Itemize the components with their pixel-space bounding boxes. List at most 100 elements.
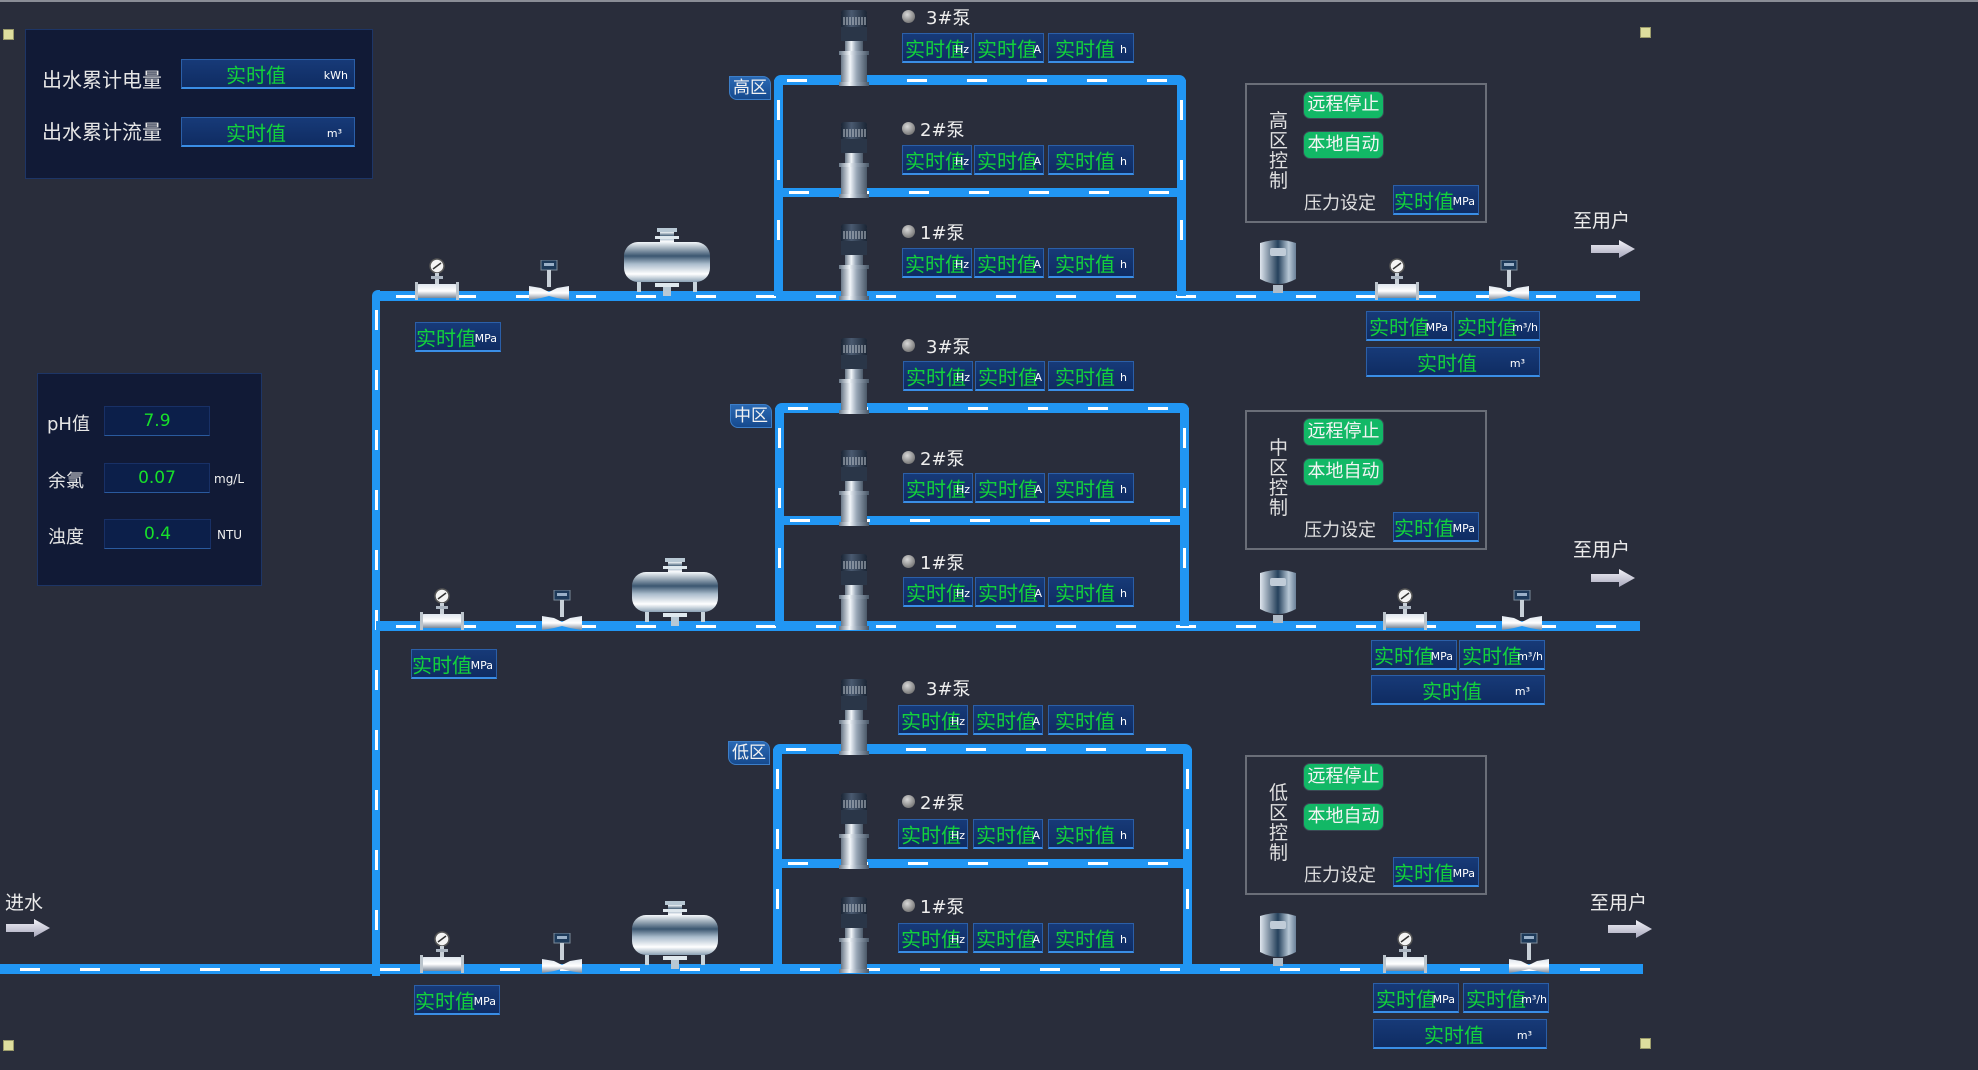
remote-stop-button[interactable]: 远程停止 bbox=[1303, 763, 1384, 791]
remote-stop-button[interactable]: 远程停止 bbox=[1303, 418, 1384, 446]
value-text: 实时值 bbox=[976, 709, 1036, 733]
value-text: 实时值 bbox=[901, 823, 961, 847]
flow-indicator bbox=[1183, 428, 1186, 606]
outlet-pressure-gauge-icon bbox=[1383, 931, 1427, 979]
value-text: 实时值 bbox=[1374, 644, 1434, 668]
unit-text: m³/h bbox=[1521, 992, 1547, 1006]
pump-icon[interactable] bbox=[835, 552, 873, 636]
flow-indicator bbox=[396, 625, 1630, 628]
corner-marker bbox=[3, 29, 14, 40]
pump-status-indicator bbox=[902, 795, 915, 808]
inlet-label: 进水 bbox=[5, 892, 44, 914]
value-text: 实时值 bbox=[976, 927, 1036, 951]
flow-indicator bbox=[20, 968, 1633, 971]
pressure-tank-icon bbox=[1258, 569, 1298, 631]
pressure-setpoint-label: 压力设定 bbox=[1304, 865, 1376, 886]
local-auto-button[interactable]: 本地自动 bbox=[1303, 458, 1384, 486]
remote-stop-button[interactable]: 远程停止 bbox=[1303, 91, 1384, 119]
to-user-label: 至用户 bbox=[1590, 892, 1648, 914]
value-text: 实时值 bbox=[1424, 1023, 1484, 1047]
pump-icon[interactable] bbox=[835, 677, 873, 761]
unit-text: h bbox=[1120, 370, 1127, 384]
pressure-gauge-icon bbox=[415, 258, 459, 306]
flow-indicator bbox=[396, 295, 1630, 298]
unit-text: Hz bbox=[955, 482, 970, 496]
value-text: 实时值 bbox=[905, 149, 965, 173]
unit-text: MPa bbox=[1425, 320, 1448, 334]
value-text: 实时值 bbox=[1055, 709, 1115, 733]
value-text: 实时值 bbox=[1055, 37, 1115, 61]
value-text: 实时值 bbox=[1394, 861, 1454, 885]
unit-text: MPa bbox=[1452, 521, 1475, 535]
pump-status-indicator bbox=[902, 225, 915, 238]
pump-icon[interactable] bbox=[835, 120, 873, 204]
window-top-border bbox=[0, 0, 1978, 2]
flow-meter-icon bbox=[527, 259, 571, 308]
pump-status-indicator bbox=[902, 899, 915, 912]
pressure-gauge-icon bbox=[420, 588, 464, 636]
unit-text: A bbox=[1033, 42, 1041, 56]
local-auto-button[interactable]: 本地自动 bbox=[1303, 803, 1384, 831]
pump-icon[interactable] bbox=[835, 448, 873, 532]
unit-text: h bbox=[1120, 154, 1127, 168]
value-text: 实时值 bbox=[1394, 516, 1454, 540]
unit-text: Hz bbox=[954, 154, 969, 168]
unit-text: Hz bbox=[954, 42, 969, 56]
outlet-arrow-icon bbox=[1591, 240, 1635, 262]
unit-text: h bbox=[1120, 42, 1127, 56]
pump-name: 3#泵 bbox=[926, 8, 971, 29]
value-text: 实时值 bbox=[412, 653, 472, 677]
chlorine-unit: mg/L bbox=[214, 472, 245, 486]
unit-text: Hz bbox=[950, 714, 965, 728]
pump-icon[interactable] bbox=[835, 336, 873, 420]
energy-total-label: 出水累计电量 bbox=[42, 68, 162, 92]
zone-tag: 高区 bbox=[729, 76, 771, 100]
unit-text: h bbox=[1120, 828, 1127, 842]
turbidity-label: 浊度 bbox=[48, 527, 84, 548]
value-text: 实时值 bbox=[1394, 189, 1454, 213]
unit-text: A bbox=[1034, 586, 1042, 600]
value-text: 实时值 bbox=[905, 37, 965, 61]
to-user-label: 至用户 bbox=[1573, 210, 1631, 232]
value-text: 实时值 bbox=[976, 823, 1036, 847]
pump-name: 2#泵 bbox=[920, 449, 965, 470]
value-text: 实时值 bbox=[226, 121, 286, 145]
unit-text: A bbox=[1033, 154, 1041, 168]
value-text: 7.9 bbox=[143, 411, 171, 431]
local-auto-button[interactable]: 本地自动 bbox=[1303, 131, 1384, 159]
pump-icon[interactable] bbox=[835, 8, 873, 92]
value-text: 实时值 bbox=[1457, 315, 1517, 339]
flow-indicator bbox=[788, 407, 1176, 410]
pump-icon[interactable] bbox=[835, 791, 873, 875]
unit-text: Hz bbox=[955, 370, 970, 384]
value-text: 实时值 bbox=[1466, 987, 1526, 1011]
unit-text: A bbox=[1032, 714, 1040, 728]
pump-name: 1#泵 bbox=[920, 897, 965, 918]
pump-icon[interactable] bbox=[835, 222, 873, 306]
control-title: 低区控制 bbox=[1269, 782, 1289, 864]
outlet-flow-meter-icon bbox=[1487, 259, 1531, 308]
outlet-flow-meter-icon bbox=[1500, 589, 1544, 638]
pump-icon[interactable] bbox=[835, 895, 873, 979]
